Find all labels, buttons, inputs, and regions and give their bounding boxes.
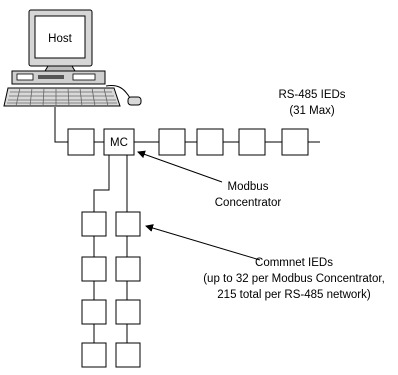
commnet-ied-box <box>81 211 107 237</box>
keyboard-keys <box>7 87 117 107</box>
host-computer: Host <box>3 9 142 107</box>
commnet-ied-column-right <box>115 211 141 368</box>
concentrator-label-line1: Modbus <box>228 181 269 193</box>
commnet-label-line2: (up to 32 per Modbus Concentrator, <box>203 273 385 285</box>
rs485-ied-box <box>196 128 224 156</box>
rs485-ied-box <box>281 128 309 156</box>
mc-box-label: MC <box>110 137 128 149</box>
mouse-cable <box>105 85 131 99</box>
rs485-ied-box <box>238 128 266 156</box>
commnet-ied-box <box>115 211 141 237</box>
rs485-ied-box <box>67 128 95 156</box>
keyboard <box>3 87 121 107</box>
commnet-ied-box <box>115 299 141 325</box>
commnet-ied-box <box>115 256 141 282</box>
drive-slot-icon <box>38 75 64 79</box>
concentrator-arrow <box>137 150 223 183</box>
host-connection-line <box>54 107 68 143</box>
commnet-arrow <box>145 224 261 261</box>
commnet-ied-box <box>81 256 107 282</box>
rs485-subtitle: (31 Max) <box>289 105 335 117</box>
rs485-title: RS-485 IEDs <box>278 89 345 101</box>
rs485-ied-row: MC <box>67 128 309 156</box>
drive-bay-icon <box>72 73 96 81</box>
monitor-screen <box>34 15 86 59</box>
rs485-ied-box <box>158 128 186 156</box>
monitor-stand <box>44 65 76 72</box>
commnet-label-line3: 215 total per RS-485 network) <box>217 289 371 301</box>
host-label: Host <box>48 33 72 45</box>
concentrator-label-line2: Concentrator <box>215 197 282 209</box>
commnet-ied-box <box>115 342 141 368</box>
mouse-icon <box>127 96 142 106</box>
commnet-ied-column-left <box>81 211 107 368</box>
modbus-concentrator-box <box>103 128 135 156</box>
drive-bay-icon <box>16 73 34 81</box>
commnet-ied-box <box>81 342 107 368</box>
commnet-ied-box <box>81 299 107 325</box>
commnet-label-line1: Commnet IEDs <box>255 257 333 269</box>
